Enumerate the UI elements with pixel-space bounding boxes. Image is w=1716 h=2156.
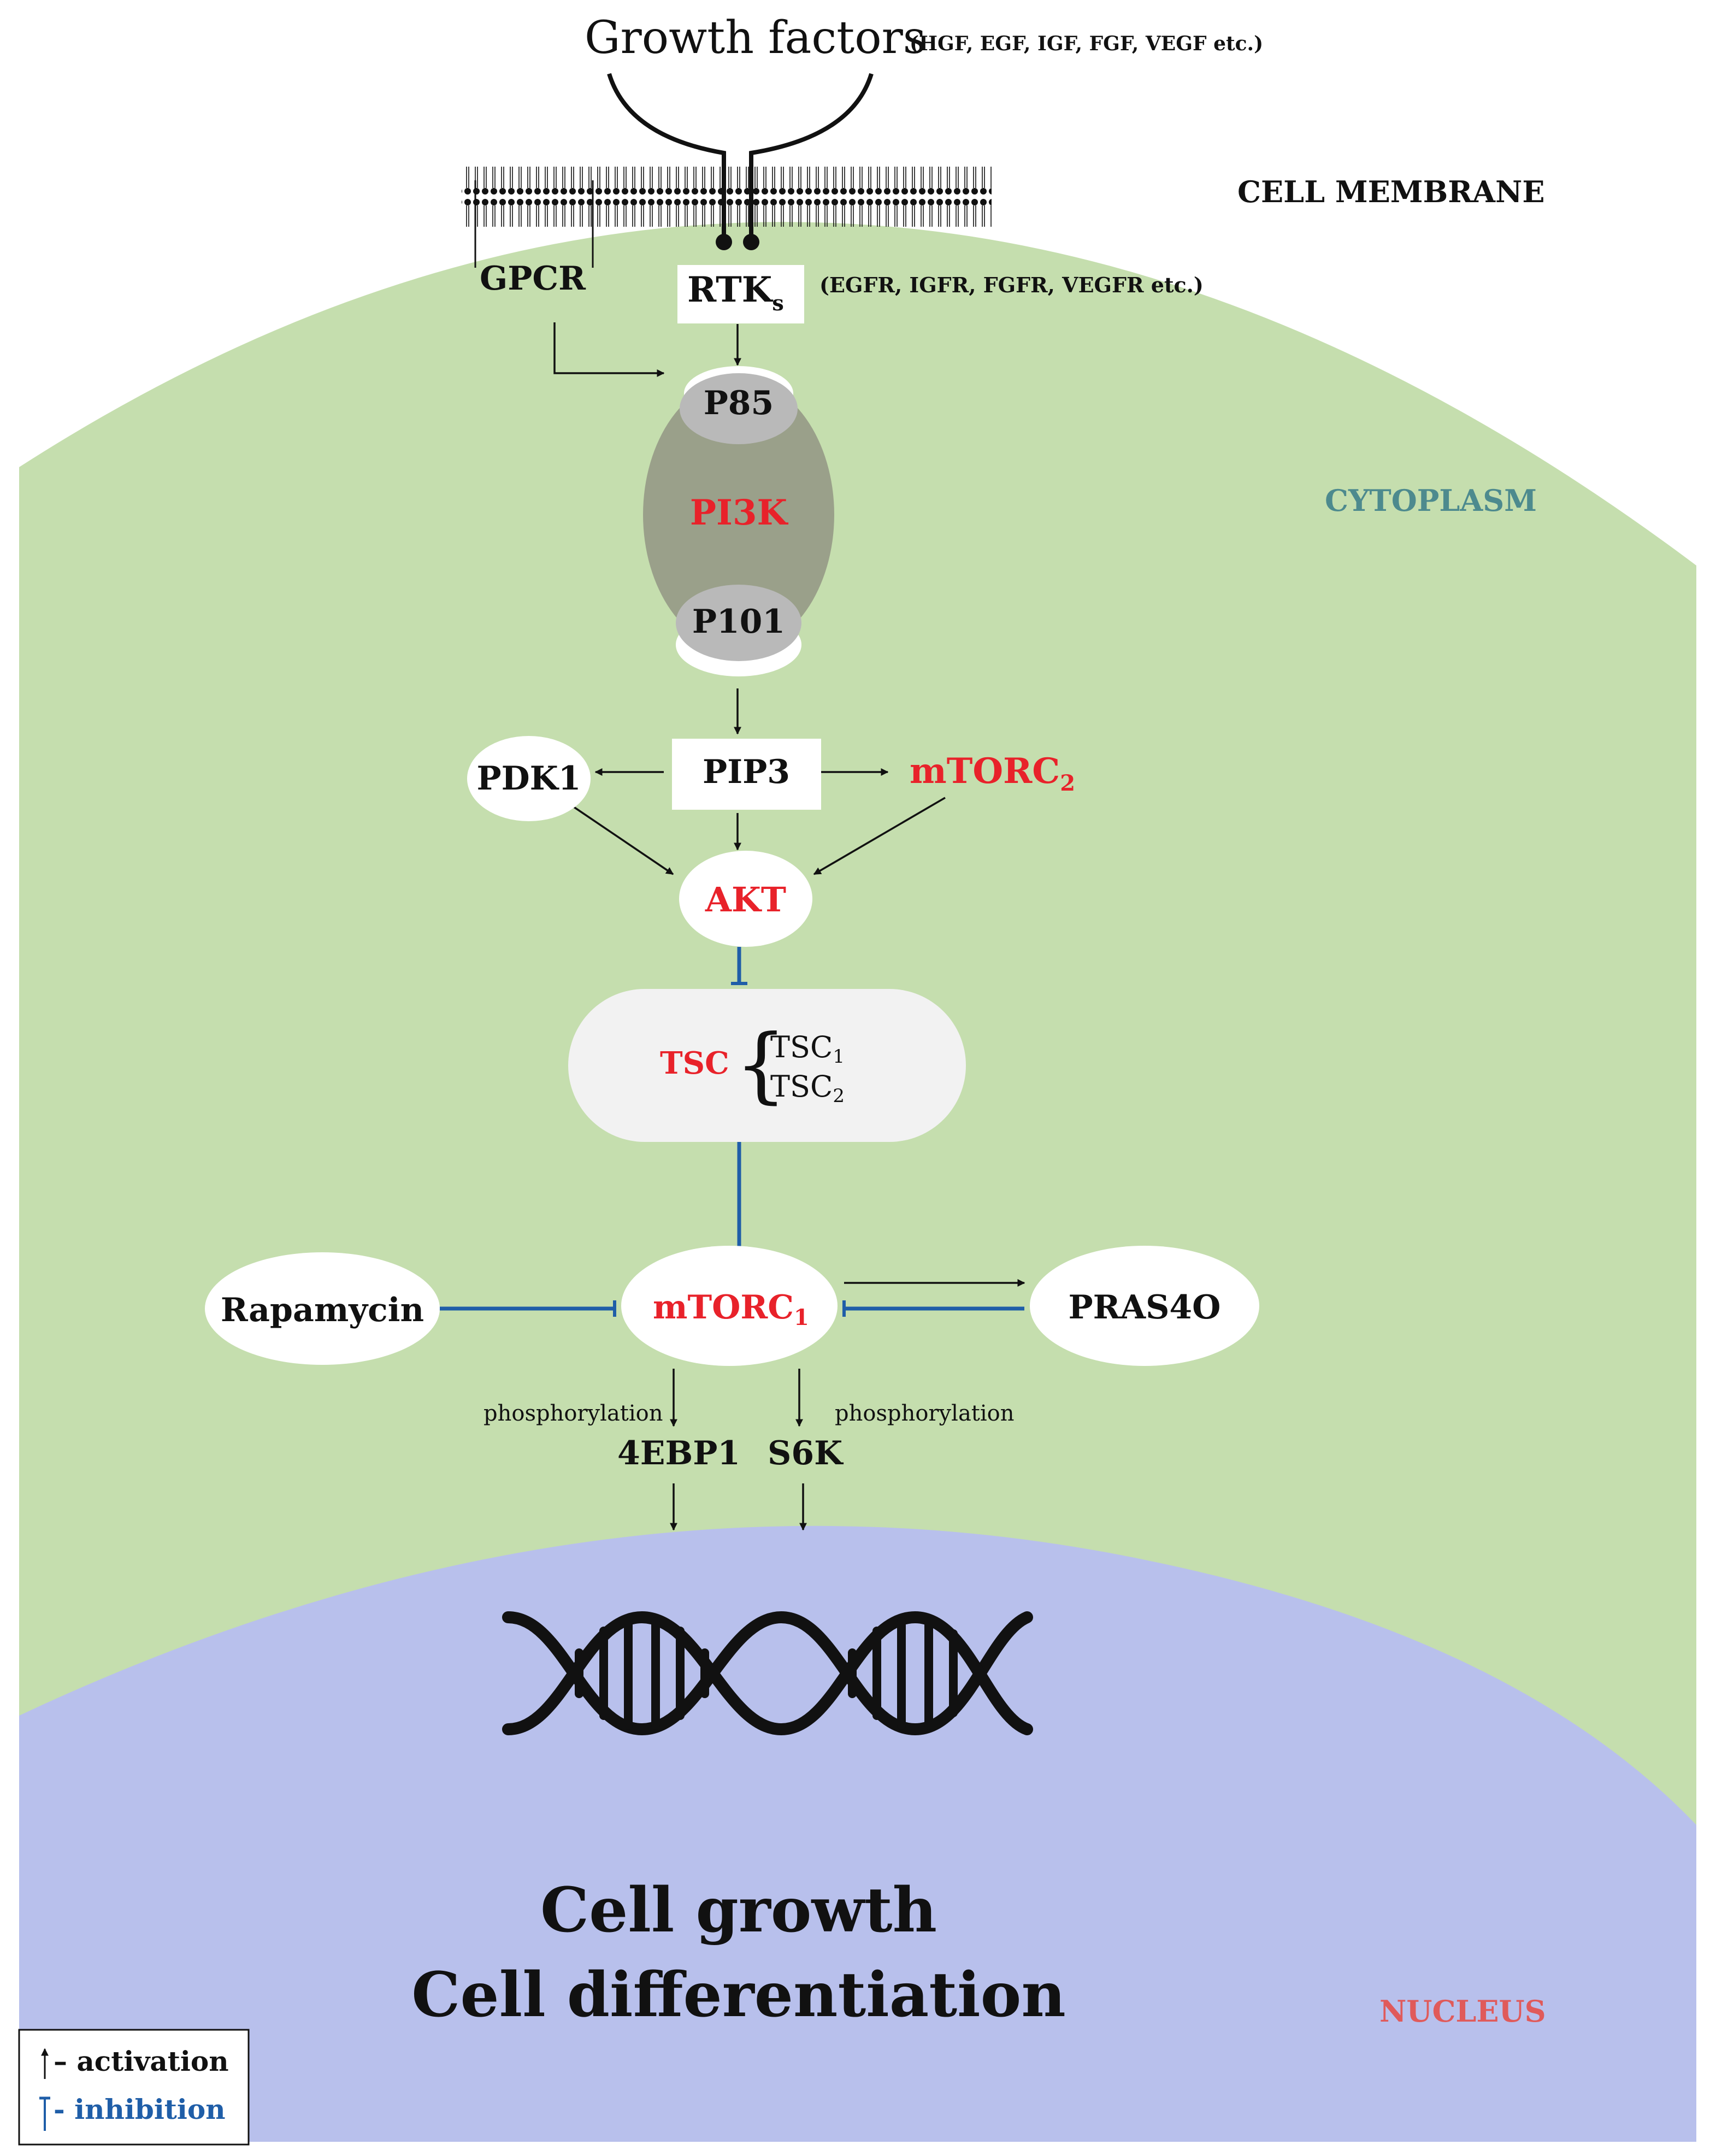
pi3k-body [643, 379, 834, 650]
rtk-label: RTKs [687, 269, 784, 315]
pip3-box [672, 739, 821, 810]
p85-subunit [680, 373, 798, 444]
mtorc2-label: mTORC2 [910, 751, 1075, 796]
phosphorylation-left-label: phosphorylation [483, 1401, 663, 1426]
p101-label: P101 [692, 603, 785, 641]
mtorc1-node [621, 1246, 838, 1366]
arrow-mtorc2-to-akt [813, 797, 946, 875]
mtorc2-main: mTORC [910, 751, 1060, 792]
nucleus-label: NUCLEUS [1379, 1994, 1546, 2029]
cell-membrane [462, 164, 992, 229]
receptor-bulb-right [743, 234, 759, 250]
arrow-gpcr-to-pi3k [553, 322, 665, 377]
mtorc1-sub: 1 [794, 1305, 809, 1330]
tsc-label: TSC [660, 1045, 729, 1081]
rtk-box [677, 265, 804, 323]
rtk-examples: (EGFR, IGFR, FGFR, VEGFR etc.) [819, 273, 1204, 297]
tsc-box [568, 989, 966, 1142]
nucleus-region [19, 1525, 1696, 2142]
tsc1-main: TSC [770, 1030, 833, 1064]
legend: – activation - inhibition [18, 2029, 250, 2146]
pip3-label: PIP3 [703, 753, 790, 791]
pras40-node [1030, 1246, 1259, 1366]
tsc1-label: TSC1 [770, 1030, 845, 1068]
cytoplasm-label: CYTOPLASM [1325, 483, 1537, 518]
akt-node [679, 851, 812, 947]
arrow-pdk1-to-akt [568, 802, 674, 875]
rtk-sub: s [772, 291, 783, 315]
pras40-label: PRAS4O [1069, 1288, 1221, 1327]
p85-label: P85 [704, 384, 774, 422]
legend-box [18, 2029, 250, 2146]
tsc2-main: TSC [770, 1069, 833, 1104]
inhibition-lines [440, 947, 1024, 1317]
outcome-cell-growth: Cell growth [540, 1875, 937, 1946]
growth-factor-ligand [607, 73, 874, 235]
gpcr-label: GPCR [480, 260, 586, 298]
mtorc2-sub: 2 [1060, 770, 1075, 796]
mtorc1-main: mTORC [653, 1288, 794, 1327]
tsc-brace: { [735, 1017, 787, 1112]
pdk1-label: PDK1 [476, 759, 581, 798]
activation-arrows [553, 322, 1025, 1531]
growth-factor-examples: (HGF, EGF, IGF, FGF, VEGF etc.) [910, 32, 1263, 55]
rapamycin-node [205, 1252, 440, 1365]
s6k-label: S6K [768, 1434, 844, 1472]
outcome-cell-differentiation: Cell differentiation [411, 1959, 1066, 2031]
legend-activation-label: – activation [54, 2045, 229, 2077]
phosphorylation-right-label: phosphorylation [835, 1401, 1015, 1426]
pi3k-label: PI3K [690, 492, 789, 533]
cell-membrane-label: CELL MEMBRANE [1237, 174, 1545, 209]
mtorc1-label: mTORC1 [653, 1288, 809, 1330]
dna-helix-icon [502, 1611, 1033, 1736]
gpcr-anchor [474, 180, 594, 268]
akt-label: AKT [705, 880, 786, 920]
4ebp1-label: 4EBP1 [617, 1434, 740, 1472]
pdk1-node [467, 736, 591, 821]
p101-subunit [676, 585, 801, 661]
rtk-main: RTK [687, 269, 774, 310]
tsc2-label: TSC2 [770, 1069, 845, 1107]
growth-factors-title: Growth factors [585, 12, 926, 64]
tsc1-sub: 1 [833, 1046, 845, 1068]
tsc2-sub: 2 [833, 1085, 845, 1107]
legend-inhibition-label: - inhibition [54, 2093, 226, 2125]
receptor-bulb-left [716, 234, 732, 250]
rapamycin-label: Rapamycin [221, 1291, 424, 1329]
